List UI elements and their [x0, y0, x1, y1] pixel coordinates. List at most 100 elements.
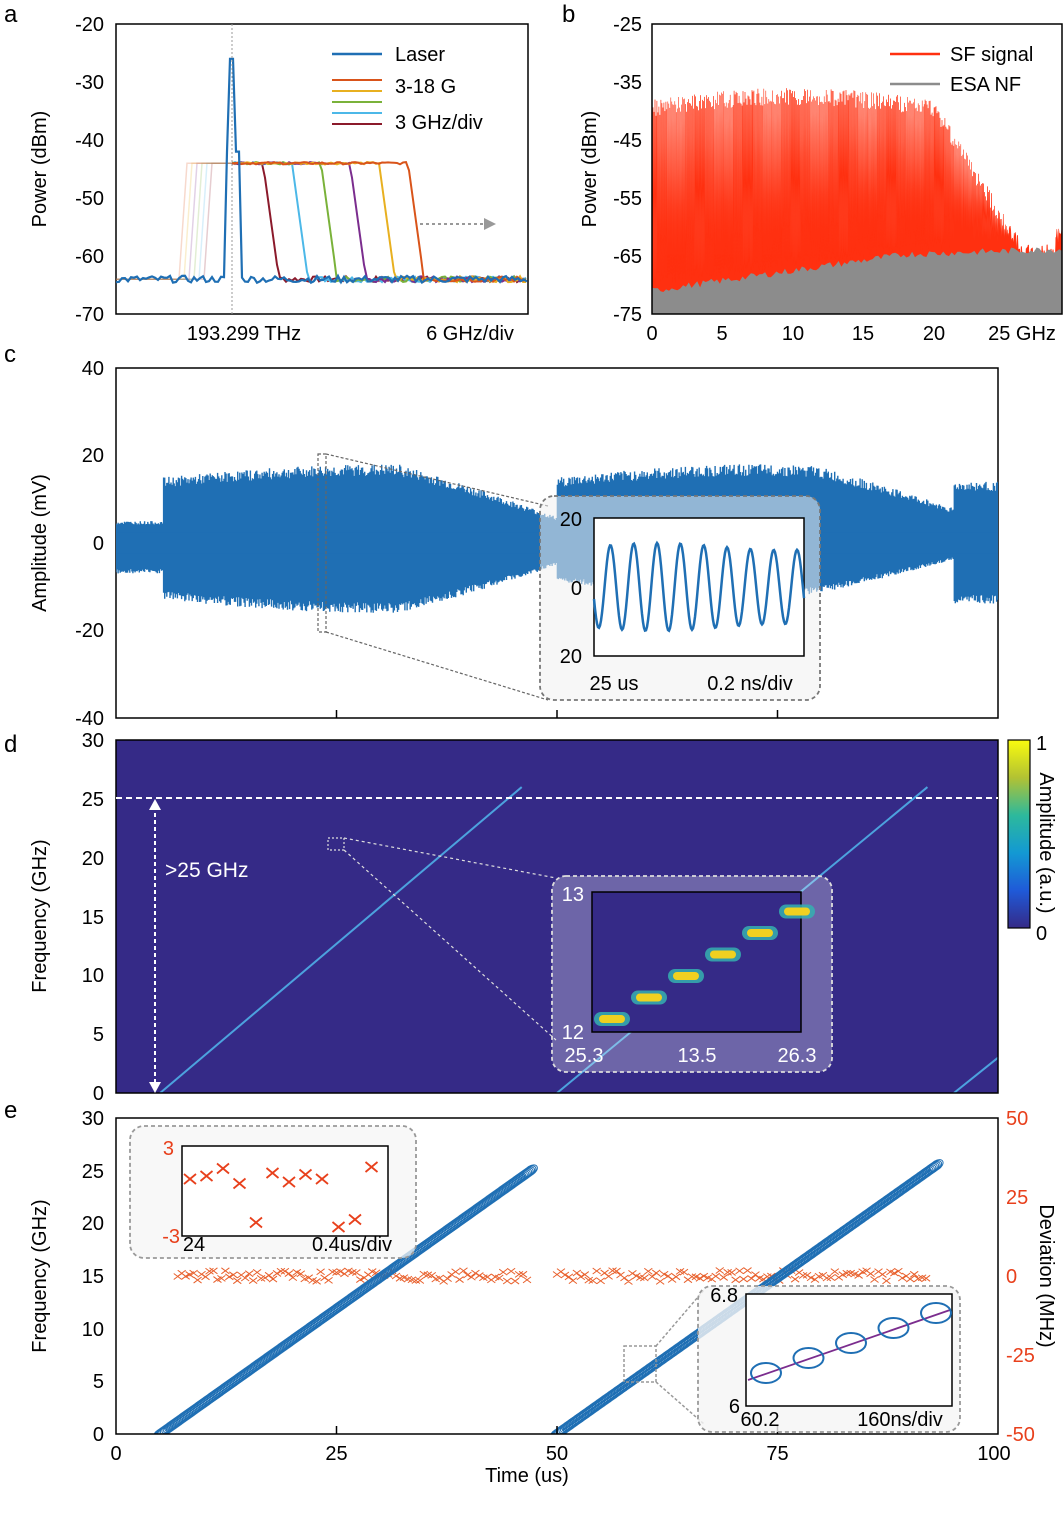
panel-a-xtick-scale: 6 GHz/div [426, 323, 514, 345]
panel-a-trace-18g [231, 161, 527, 284]
panel-b-xtick: 20 [923, 323, 945, 345]
panel-c-inset-ytick: 20 [560, 509, 582, 531]
panel-e-xlabel: Time (us) [485, 1465, 569, 1487]
panel-e-xtick: 0 [110, 1443, 121, 1465]
panel-b-yticks: -25 -35 -45 -55 -65 -75 [613, 14, 642, 326]
panel-d-span-arrow [149, 799, 161, 1093]
panel-d-chirp-line [953, 1056, 998, 1093]
panel-e-left-inset-cross [265, 1167, 280, 1179]
panel-e-xtick: 100 [977, 1443, 1010, 1465]
panel-e-left-inset-cross [232, 1177, 247, 1190]
panel-b-traces [652, 88, 1062, 314]
panel-e-left-inset-cross [364, 1161, 379, 1173]
panel-c-inset-sine [592, 540, 806, 633]
panel-b-esa-noise-floor [652, 247, 1062, 314]
panel-e-right-inset-plot [745, 1293, 953, 1407]
panel-e-zoom-connector [655, 1381, 705, 1425]
panel-b-ytick: -65 [613, 246, 642, 268]
panel-d-ytick: 15 [82, 907, 104, 929]
panel-e-xticks: 0 25 50 75 100 [110, 1443, 1010, 1465]
panel-d-colorbar-max: 1 [1036, 733, 1047, 755]
panel-e-left-inset-cross [183, 1173, 197, 1185]
panel-e-deviation-marks [173, 1267, 532, 1285]
legend-label-range: 3-18 G [395, 76, 456, 98]
panel-d-inset-blob [747, 929, 773, 937]
panel-e-left-inset-xlabel: 24 [183, 1234, 205, 1256]
panel-e-left-inset-cross [216, 1162, 230, 1175]
panel-e-y2label: Deviation (MHz) [1035, 1204, 1057, 1347]
panel-c-time-domain: 40 20 0 -20 -40 Amplitude (mV) 20 0 20 2… [29, 358, 999, 730]
panel-label-e: e [4, 1097, 17, 1124]
panel-d-ytick: 20 [82, 848, 104, 870]
panel-d-inset-xlabel: 25.3 [565, 1045, 604, 1067]
panel-e-y2tick: 0 [1006, 1266, 1017, 1288]
panel-a-ytick: -40 [75, 130, 104, 152]
panel-e-left-inset-cross [199, 1170, 214, 1182]
panel-b-ytick: -35 [613, 72, 642, 94]
panel-e-frequency-tracking: 30 25 20 15 10 5 0 50 25 0 -25 -50 0 25 … [29, 1108, 1057, 1487]
legend-label-sf: SF signal [950, 44, 1033, 66]
panel-d-inset-blob [636, 993, 662, 1002]
panel-c-inset-ytick: 0 [571, 578, 582, 600]
panel-e-right-inset-ellipse [750, 1362, 782, 1384]
panel-d-ytick: 25 [82, 789, 104, 811]
panel-d-inset-blob [599, 1015, 625, 1023]
legend-label-step: 3 GHz/div [395, 112, 483, 134]
panel-label-a: a [4, 1, 18, 28]
panel-d-spectrogram: >25 GHz 13 12 25.3 13.5 26.3 30 25 20 15… [29, 730, 1057, 1105]
panel-a-ytick: -60 [75, 246, 104, 268]
panel-e-y2tick: -50 [1006, 1424, 1035, 1446]
panel-a-trace-laser [116, 57, 528, 285]
panel-a-mirror-trace [116, 162, 232, 280]
panel-d-inset-xlabel: 26.3 [778, 1045, 817, 1067]
panel-d-inset-blob [784, 907, 810, 916]
panel-a-trace-3g [231, 161, 527, 284]
panel-a-mirror-trace [116, 162, 232, 280]
panel-b-ytick: -45 [613, 130, 642, 152]
panel-c-inset-xlabel: 0.2 ns/div [707, 673, 793, 695]
panel-b-legend: SF signal ESA NF [890, 44, 1033, 96]
panel-e-y2tick: -25 [1006, 1345, 1035, 1367]
panel-c-ytick: 0 [93, 533, 104, 555]
panel-d-zoom-source [327, 837, 345, 851]
panel-e-right-inset-ytick: 6.8 [710, 1285, 738, 1307]
panel-b-ytick: -25 [613, 14, 642, 36]
panel-c-ytick: -40 [75, 708, 104, 730]
panel-d-inset-ytick: 12 [562, 1022, 584, 1044]
panel-e-left-inset-marks [183, 1161, 379, 1233]
panel-c-inset-xlabel: 25 us [590, 673, 639, 695]
panel-e-ytick: 30 [82, 1108, 104, 1130]
panel-e-zoom-connector [655, 1289, 705, 1347]
panel-d-inset-plot [591, 891, 802, 1033]
panel-e-yticks: 30 25 20 15 10 5 0 [82, 1108, 104, 1446]
panel-b-rf-spectrum: -25 -35 -45 -55 -65 -75 0 5 10 15 20 25 … [579, 14, 1063, 345]
panel-e-right-inset-xlabel: 160ns/div [857, 1409, 943, 1431]
panel-e-left-inset-xlabel: 0.4us/div [312, 1234, 392, 1256]
panel-b-xtick: 0 [646, 323, 657, 345]
panel-b-xtick: 10 [782, 323, 804, 345]
panel-b-xtick: 5 [716, 323, 727, 345]
panel-c-zoom-connector [325, 453, 549, 507]
panel-e-right-inset-marks [747, 1302, 952, 1384]
panel-d-chirp-line [159, 786, 523, 1093]
panel-label-d: d [4, 731, 17, 758]
panel-a-yticks: -20 -30 -40 -50 -60 -70 [75, 14, 104, 326]
panel-a-legend: Laser 3-18 G 3 GHz/div [332, 44, 483, 134]
panel-e-xtick: 50 [546, 1443, 568, 1465]
panel-d-frame [115, 739, 999, 1094]
panel-c-ylabel: Amplitude (mV) [29, 474, 51, 612]
panel-a-ytick: -30 [75, 72, 104, 94]
panel-e-right-inset-fit [747, 1309, 951, 1381]
panel-a-ytick: -20 [75, 14, 104, 36]
panel-e-left-inset-cross [298, 1168, 313, 1181]
panel-d-colorbar-min: 0 [1036, 923, 1047, 945]
panel-a-xtick-center: 193.299 THz [187, 323, 301, 345]
panel-d-ytick: 0 [93, 1083, 104, 1105]
panel-d-inset-xlabel: 13.5 [678, 1045, 717, 1067]
panel-a-frame [115, 23, 529, 315]
panel-d-yticks: 30 25 20 15 10 5 0 [82, 730, 104, 1105]
panel-e-right-inset-ytick: 6 [729, 1396, 740, 1418]
panel-e-left-inset-plot [181, 1145, 389, 1237]
panel-a-ylabel: Power (dBm) [29, 111, 51, 228]
